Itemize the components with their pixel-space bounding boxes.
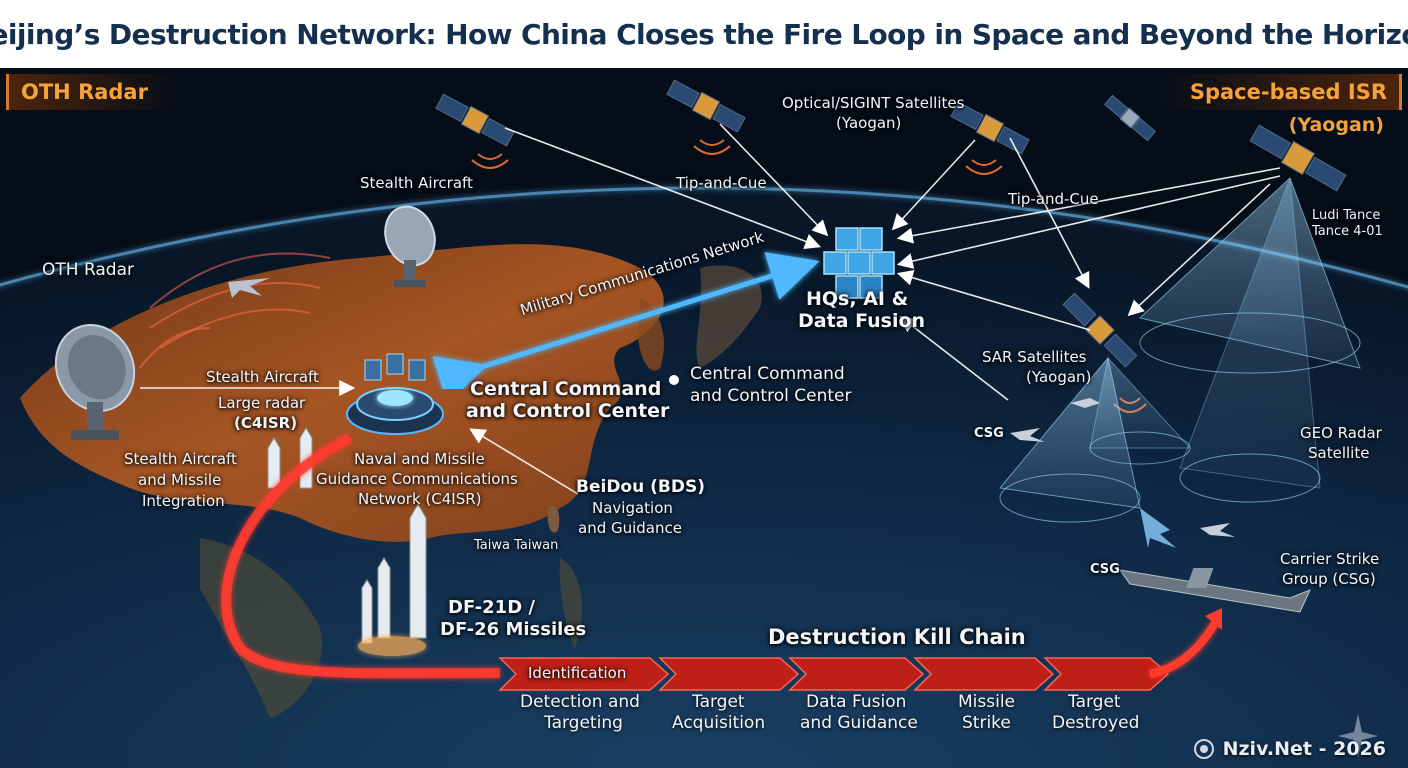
label-tance-4-01: Tance 4-01 xyxy=(1312,224,1383,239)
label-beidou-1: BeiDou (BDS) xyxy=(576,477,705,497)
kill-chain-step-3-line1: Data Fusion xyxy=(806,692,907,712)
label-csg-small-2: CSG xyxy=(1090,562,1120,577)
scene-graphics xyxy=(0,79,1408,768)
title-bar: Beijing’s Destruction Network: How China… xyxy=(0,0,1408,68)
watermark-text: Nziv.Net - 2026 xyxy=(1222,738,1386,760)
kill-chain-curve xyxy=(221,433,501,679)
label-c4isr: (C4ISR) xyxy=(234,414,298,432)
oth-radar-dish xyxy=(54,324,136,440)
watermark: Nziv.Net - 2026 xyxy=(1193,738,1386,760)
label-beidou-2: Navigation xyxy=(592,499,673,517)
kill-chain-arrowhead xyxy=(1205,608,1222,630)
kill-chain-step-2-line2: Acquisition xyxy=(672,713,766,733)
label-large-radar: Large radar xyxy=(218,394,306,412)
kill-chain-step-4-line1: Missile xyxy=(958,692,1016,712)
label-ccc-dot-1: Central Command xyxy=(690,364,845,384)
kill-chain-step-3-line2: and Guidance xyxy=(800,713,918,733)
kill-chain-step-5-line1: Target xyxy=(1068,692,1121,712)
label-csg-small-1: CSG xyxy=(974,426,1004,441)
label-stealth-missile-2: and Missile xyxy=(138,471,222,489)
label-ludi-tance: Ludi Tance xyxy=(1312,208,1381,223)
label-beidou-3: and Guidance xyxy=(578,519,682,537)
label-geo-radar-2: Satellite xyxy=(1308,444,1370,462)
label-stealth-missile-3: Integration xyxy=(142,492,225,510)
taiwan-island xyxy=(547,505,560,533)
label-sar-2: (Yaogan) xyxy=(1026,368,1092,386)
satellites xyxy=(435,79,1347,368)
page-title: Beijing’s Destruction Network: How China… xyxy=(0,17,1408,51)
label-taiwan: Taiwa Taiwan xyxy=(474,538,559,553)
kill-chain-title: Destruction Kill Chain xyxy=(768,625,1026,649)
label-stealth-missile-1: Stealth Aircraft xyxy=(124,450,237,468)
label-stealth-aircraft-mid: Stealth Aircraft xyxy=(206,368,319,386)
kill-chain-chevrons xyxy=(498,657,1170,691)
kill-chain-step-5-line2: Destroyed xyxy=(1052,713,1140,733)
military-comms-link xyxy=(432,252,820,404)
label-df-2: DF-26 Missiles xyxy=(440,619,587,640)
label-carrier-2: Group (CSG) xyxy=(1282,570,1376,588)
label-naval-1: Naval and Missile xyxy=(354,450,485,468)
sensor-beams xyxy=(999,177,1361,523)
label-stealth-aircraft-top: Stealth Aircraft xyxy=(360,174,473,192)
missile-exhaust xyxy=(358,636,426,656)
ccc-dot-marker xyxy=(669,375,679,385)
hq-cube-cluster xyxy=(823,227,895,299)
label-naval-2: Guidance Communications xyxy=(316,470,518,488)
sparkle-icon xyxy=(1338,714,1378,758)
seal-icon xyxy=(1193,739,1214,759)
label-geo-radar-1: GEO Radar xyxy=(1300,424,1382,442)
radar-dish-top xyxy=(384,205,436,287)
label-oth-radar: OTH Radar xyxy=(42,260,135,280)
corner-label-yaogan: (Yaogan) xyxy=(1288,114,1384,136)
label-optical-sigint-sub: (Yaogan) xyxy=(836,114,902,132)
label-hq-ai: HQs, AI & xyxy=(806,288,909,310)
kill-chain-step-1-line1: Detection and xyxy=(520,692,640,712)
label-tip-and-cue-2: Tip-and-Cue xyxy=(1008,190,1099,208)
map-stage: OTH Radar Space-based ISR (Yaogan) Optic… xyxy=(0,68,1408,768)
label-ccc-dot-2: and Control Center xyxy=(690,386,852,406)
missiles xyxy=(267,427,427,644)
corner-label-oth: OTH Radar xyxy=(6,74,178,110)
label-tip-and-cue-1: Tip-and-Cue xyxy=(676,174,767,192)
stealth-aircraft xyxy=(228,278,270,298)
carrier-ship xyxy=(1118,568,1311,613)
label-sar-1: SAR Satellites xyxy=(982,348,1087,366)
csg-aircraft xyxy=(1010,398,1235,537)
label-ccc-bold-1: Central Command xyxy=(470,378,662,400)
label-carrier-1: Carrier Strike xyxy=(1280,550,1380,568)
incoming-arrow xyxy=(1140,508,1176,548)
kill-chain-step-2-line1: Target xyxy=(692,692,745,712)
earth-limb xyxy=(0,186,1408,289)
kill-chain-step-1-line2: Targeting xyxy=(544,713,623,733)
label-data-fusion: Data Fusion xyxy=(798,310,926,332)
label-ccc-bold-2: and Control Center xyxy=(466,400,670,422)
philippines-land xyxy=(559,558,583,648)
label-optical-sigint: Optical/SIGINT Satellites xyxy=(782,94,965,112)
label-naval-3: Network (C4ISR) xyxy=(358,490,482,508)
kill-chain-identification: Identification xyxy=(528,664,627,682)
kill-chain-step-4-line2: Strike xyxy=(962,713,1011,733)
label-df-1: DF-21D / xyxy=(448,597,535,618)
kill-chain-end-arrow xyxy=(1149,620,1219,678)
tip-and-cue-links xyxy=(140,123,1281,495)
corner-label-space-isr: Space-based ISR xyxy=(1153,74,1402,110)
command-hub xyxy=(346,353,444,435)
